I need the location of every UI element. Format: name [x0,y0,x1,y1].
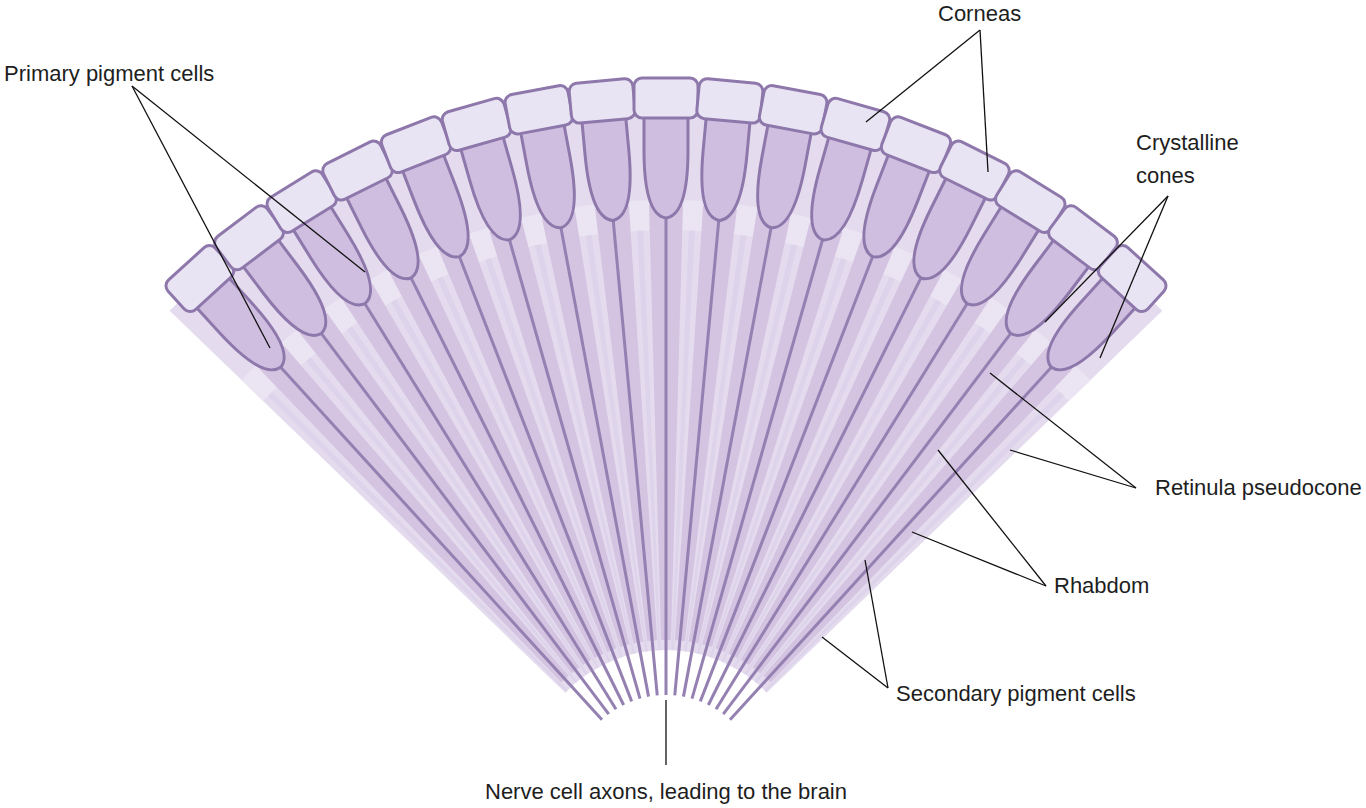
pigment-stripe [731,299,941,669]
leader-line [132,86,270,348]
secondary-pigment [268,392,569,693]
ommatidium-body [717,346,1072,731]
secondary-pigment [535,244,637,654]
leader-line [1100,196,1168,358]
secondary-pigment [437,276,612,663]
nerve-axon [665,216,668,695]
leader-line [990,373,1136,488]
secondary-pigment [720,276,895,663]
leader-line [912,532,1046,586]
leader-line [866,30,980,122]
part-label: Retinula pseudocone [1155,474,1362,502]
leader-line [980,30,988,172]
pigment-stripe [720,276,895,663]
nerve-axon [723,332,1012,714]
crystalline-cone [697,113,751,223]
crystalline-cone [749,120,812,232]
cornea [504,84,574,135]
crystalline-cone [520,120,583,232]
part-label: Rhabdom [1054,572,1149,600]
pigment-stripe [391,299,601,669]
secondary-pigment [637,230,662,650]
part-label: Primary pigment cells [4,60,214,88]
leader-line [822,637,888,688]
pigment-stripe [586,235,650,652]
crystalline-cone [459,132,530,246]
leader-line [1010,450,1136,488]
pigment-stripe [743,326,985,676]
leader-line [938,450,1046,586]
crystalline-cone [582,113,636,223]
leader-line [665,700,666,765]
secondary-pigment [731,299,941,669]
pigment-stripe [268,392,569,693]
leader-line [865,560,888,688]
cornea [568,78,635,124]
part-label: Secondary pigment cells [896,680,1136,708]
leader-lines [132,30,1168,765]
crystalline-cone [644,112,688,218]
ommatidium-head [687,78,764,223]
secondary-pigment [586,235,650,652]
crystalline-cone [801,132,872,246]
ommatidium-head [634,78,698,218]
leader-line [1045,196,1168,322]
pigment-stripe [753,357,1026,684]
cornea [758,84,828,135]
part-label: Crystalline cones [1136,126,1261,192]
secondary-pigment [763,392,1064,693]
secondary-pigment [743,326,985,676]
leader-line [132,86,365,272]
secondary-pigment [669,230,694,650]
secondary-pigment [347,326,589,676]
pigment-stripe [637,230,662,650]
ommatidium-head [1028,242,1170,389]
pigment-stripe [669,230,694,650]
nerve-axon [730,366,1053,720]
pigment-stripe [763,392,1064,693]
pigment-stripe [437,276,612,663]
cornea [696,78,763,124]
pigment-stripe [347,326,589,676]
part-label: Nerve cell axons, leading to the brain [485,778,847,806]
pigment-stripe [535,244,637,654]
cornea [634,78,698,118]
ommatidia-fan [163,78,1170,731]
cornea [440,96,513,152]
secondary-pigment [753,357,1026,684]
cornea [1095,242,1169,315]
part-label: Corneas [938,0,1021,28]
secondary-pigment [391,299,601,669]
